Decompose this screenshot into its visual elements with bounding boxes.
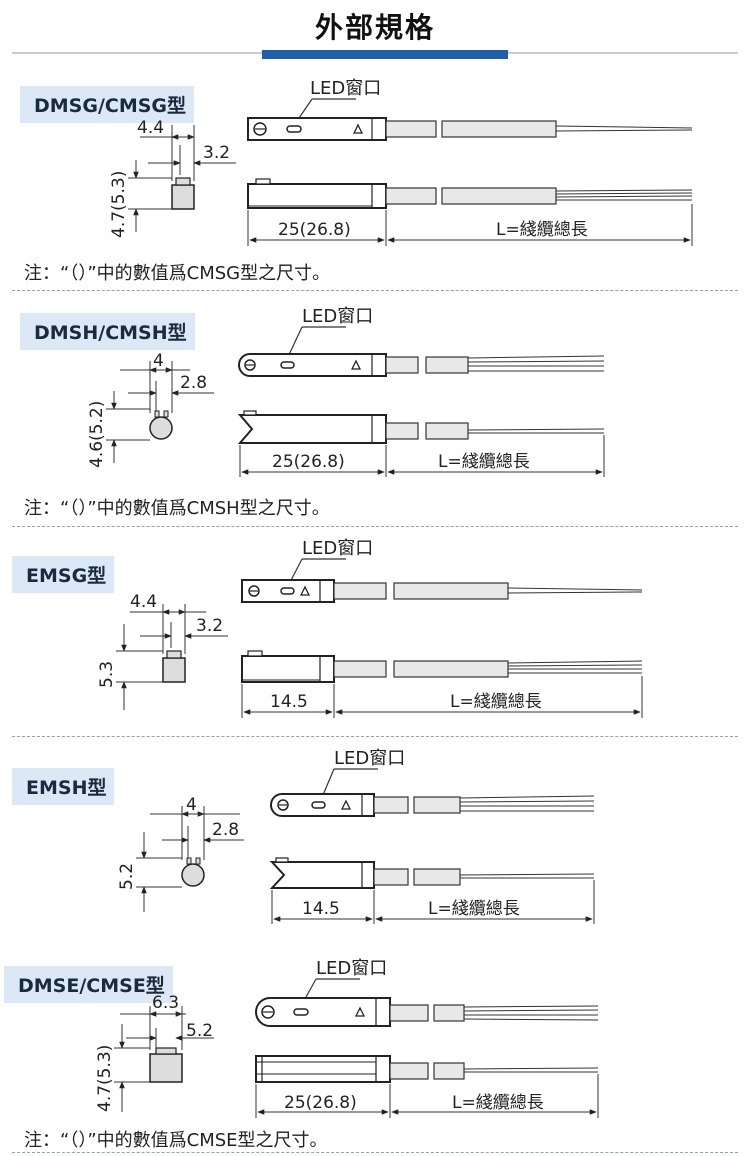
sensor-top-view bbox=[270, 793, 375, 817]
model-label: DMSH/CMSH型 bbox=[20, 313, 195, 350]
led-window-label: LED窗口 bbox=[316, 958, 387, 979]
led-window bbox=[311, 801, 326, 809]
cable-length-dim: L=綫纜總長 bbox=[428, 899, 520, 919]
title-accent-bar bbox=[262, 50, 508, 59]
led-window-label: LED窗口 bbox=[302, 306, 373, 327]
cable-length-dim: L=綫纜總長 bbox=[450, 692, 542, 712]
end-width-dim: 4.4 bbox=[137, 118, 164, 138]
section-divider bbox=[12, 736, 738, 737]
sensor-end-view bbox=[149, 416, 173, 440]
end-width-dim: 6.3 bbox=[152, 993, 179, 1013]
led-window bbox=[280, 587, 295, 595]
section-divider bbox=[12, 526, 738, 527]
size-note: 注：“（）”中的數值爲CMSH型之尺寸。 bbox=[24, 498, 330, 519]
sensor-end-view bbox=[162, 657, 186, 683]
size-note: 注：“（）”中的數值爲CMSG型之尺寸。 bbox=[24, 263, 331, 284]
section-dmsh-cmsh: DMSH/CMSH型 LED窗口 25(26.8) L=綫纜總長 bbox=[0, 295, 750, 525]
section-dmsg-cmsg: DMSG/CMSG型 LED窗口 bbox=[0, 0, 750, 290]
end-width-dim: 4 bbox=[186, 795, 197, 815]
end-inner-dim: 3.2 bbox=[203, 143, 230, 163]
model-label: DMSE/CMSE型 bbox=[4, 966, 173, 1003]
sensor-side-view bbox=[269, 861, 375, 889]
sensor-end-view bbox=[149, 1053, 183, 1083]
model-label: EMSG型 bbox=[12, 556, 115, 593]
end-width-dim: 4.4 bbox=[130, 592, 157, 612]
body-length-dim: 14.5 bbox=[270, 692, 308, 712]
end-inner-dim: 2.8 bbox=[212, 820, 239, 840]
led-window bbox=[286, 125, 302, 133]
sensor-end-view bbox=[171, 184, 195, 210]
led-window-label: LED窗口 bbox=[302, 538, 373, 559]
dmsg-drawing: LED窗口 25(26.8) L=綫纜總長 bbox=[109, 78, 693, 246]
model-label: DMSG/CMSG型 bbox=[20, 86, 195, 123]
body-length-dim: 25(26.8) bbox=[278, 220, 351, 240]
body-length-dim: 14.5 bbox=[302, 899, 340, 919]
section-divider bbox=[12, 1152, 738, 1153]
end-height-dim: 4.7(5.3) bbox=[95, 1045, 115, 1112]
section-divider bbox=[12, 290, 738, 291]
section-dmse-cmse: DMSE/CMSE型 LED窗口 25(26.8) L=綫纜 bbox=[0, 950, 750, 1156]
end-height-dim: 5.3 bbox=[97, 661, 117, 688]
sensor-top-view bbox=[238, 353, 387, 377]
sensor-side-view bbox=[255, 1055, 391, 1083]
end-height-dim: 4.6(5.2) bbox=[87, 401, 107, 468]
end-height-dim: 4.7(5.3) bbox=[109, 171, 129, 238]
sensor-end-view bbox=[181, 863, 205, 887]
dmse-drawing: LED窗口 25(26.8) L=綫纜總長 bbox=[95, 958, 599, 1118]
led-window bbox=[280, 361, 295, 369]
led-window-label: LED窗口 bbox=[334, 748, 405, 769]
end-inner-dim: 3.2 bbox=[196, 616, 223, 636]
page-title: 外部規格 bbox=[314, 11, 435, 44]
cable-length-dim: L=綫纜總長 bbox=[496, 220, 588, 240]
sensor-side-view bbox=[247, 183, 387, 209]
model-label: EMSH型 bbox=[12, 768, 115, 805]
end-inner-dim: 2.8 bbox=[180, 373, 207, 393]
end-width-dim: 4 bbox=[153, 351, 164, 371]
end-inner-dim: 5.2 bbox=[186, 1021, 213, 1041]
sensor-top-view bbox=[255, 997, 391, 1027]
led-window bbox=[293, 1008, 309, 1016]
emsh-drawing: LED窗口 14.5 L=綫纜總長 bbox=[117, 748, 595, 924]
cable-length-dim: L=綫纜總長 bbox=[452, 1093, 544, 1113]
body-length-dim: 25(26.8) bbox=[284, 1093, 357, 1113]
sensor-top-view bbox=[247, 117, 387, 141]
end-height-dim: 5.2 bbox=[117, 863, 137, 890]
size-note: 注：“（）”中的數值爲CMSE型之尺寸。 bbox=[24, 1130, 328, 1151]
section-emsh: EMSH型 LED窗口 14.5 L=綫纜總長 bbox=[0, 740, 750, 945]
body-length-dim: 25(26.8) bbox=[272, 452, 345, 472]
section-emsg: EMSG型 LED窗口 14.5 L=綫纜總長 bbox=[0, 530, 750, 735]
cable-length-dim: L=綫纜總長 bbox=[438, 452, 530, 472]
dmsh-drawing: LED窗口 25(26.8) L=綫纜總長 bbox=[87, 306, 605, 477]
sensor-side-view bbox=[237, 414, 387, 444]
led-window-label: LED窗口 bbox=[310, 78, 381, 99]
emsg-drawing: LED窗口 14.5 L=綫纜總長 bbox=[97, 538, 643, 718]
sensor-side-view bbox=[241, 655, 335, 683]
